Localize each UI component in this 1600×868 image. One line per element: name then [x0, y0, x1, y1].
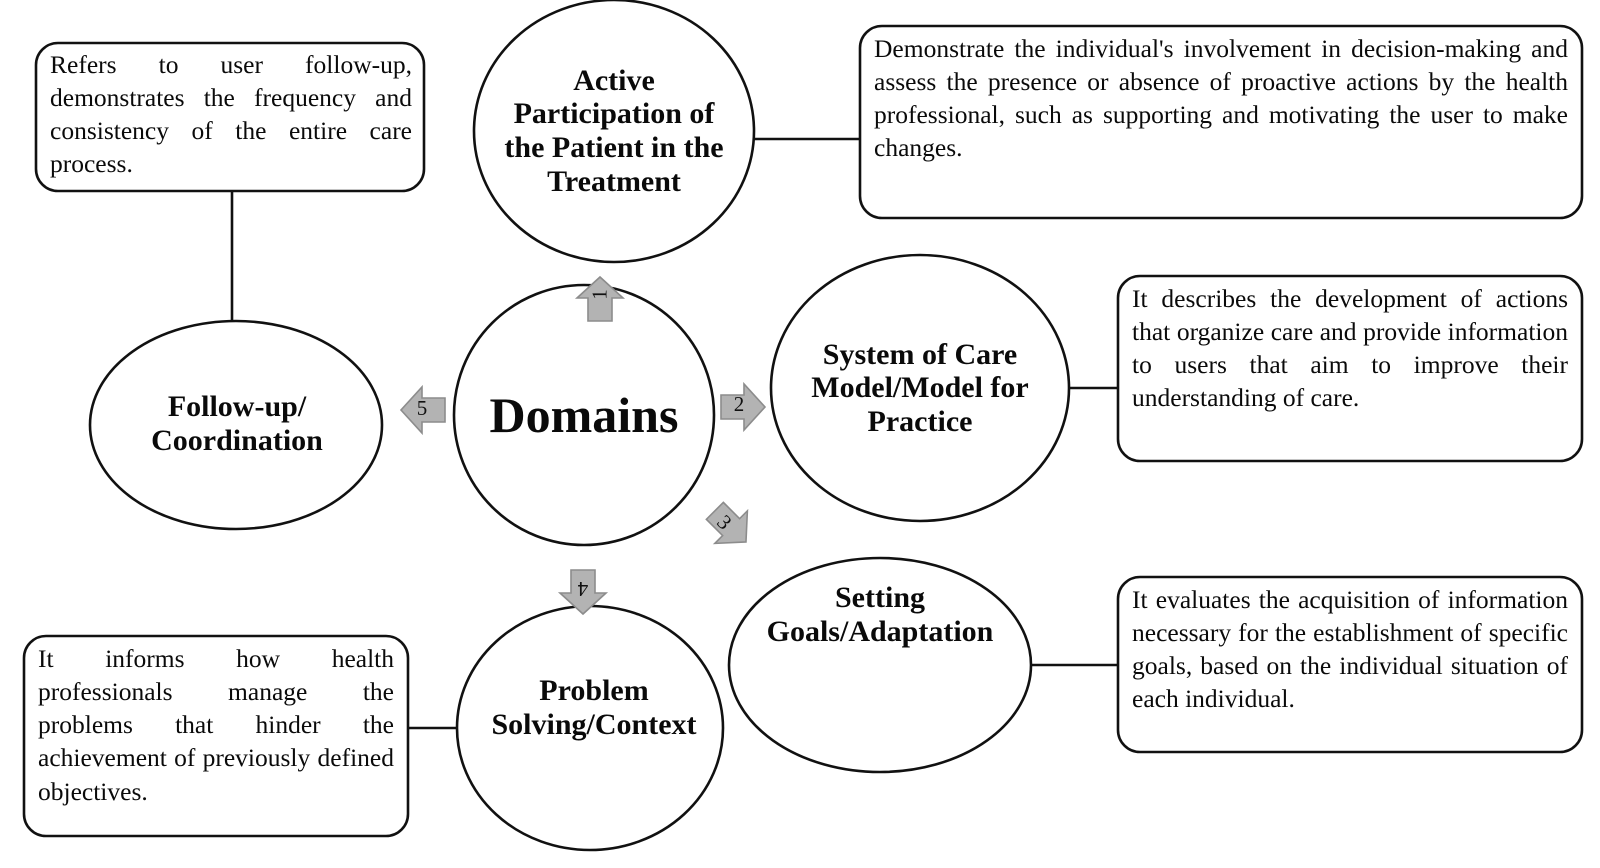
box-setting-goals[interactable] [1118, 577, 1582, 752]
node-shapes [88, 0, 1071, 852]
node-domains[interactable] [454, 285, 714, 545]
box-setting-goals-outline [1116, 575, 1584, 754]
node-active-participation-outline [472, 0, 756, 264]
box-problem-solving[interactable] [24, 636, 408, 836]
box-followup-outline [34, 41, 426, 193]
box-problem-solving-outline [22, 634, 410, 838]
box-system-of-care-outline [1116, 274, 1584, 463]
connector-lines [230, 137, 1120, 730]
arrow-1-shape [574, 275, 626, 322]
box-active-participation-outline [858, 24, 1584, 220]
node-followup-outline [88, 319, 384, 531]
arrow-3-shape [705, 501, 749, 545]
arrow-2-shape [720, 381, 767, 433]
node-setting-goals-outline [727, 556, 1033, 774]
node-problem-solving[interactable] [457, 606, 723, 850]
node-setting-goals[interactable] [729, 558, 1031, 772]
arrow-1[interactable] [576, 278, 624, 324]
node-followup[interactable] [90, 321, 382, 529]
arrow-3[interactable] [705, 501, 753, 549]
box-followup[interactable] [36, 43, 424, 191]
description-boxes [22, 24, 1584, 838]
arrow-5[interactable] [401, 387, 449, 433]
arrow-5-shape [399, 384, 446, 436]
arrow-2[interactable] [717, 384, 765, 430]
arrow-4[interactable] [559, 567, 607, 613]
node-system-of-care-outline [769, 253, 1071, 523]
node-active-participation[interactable] [474, 0, 754, 262]
node-domains-outline [452, 283, 716, 547]
arrow-4-shape [557, 569, 609, 616]
box-active-participation[interactable] [860, 26, 1582, 218]
node-system-of-care[interactable] [771, 255, 1069, 521]
arrows [399, 275, 767, 616]
box-system-of-care[interactable] [1118, 276, 1582, 461]
